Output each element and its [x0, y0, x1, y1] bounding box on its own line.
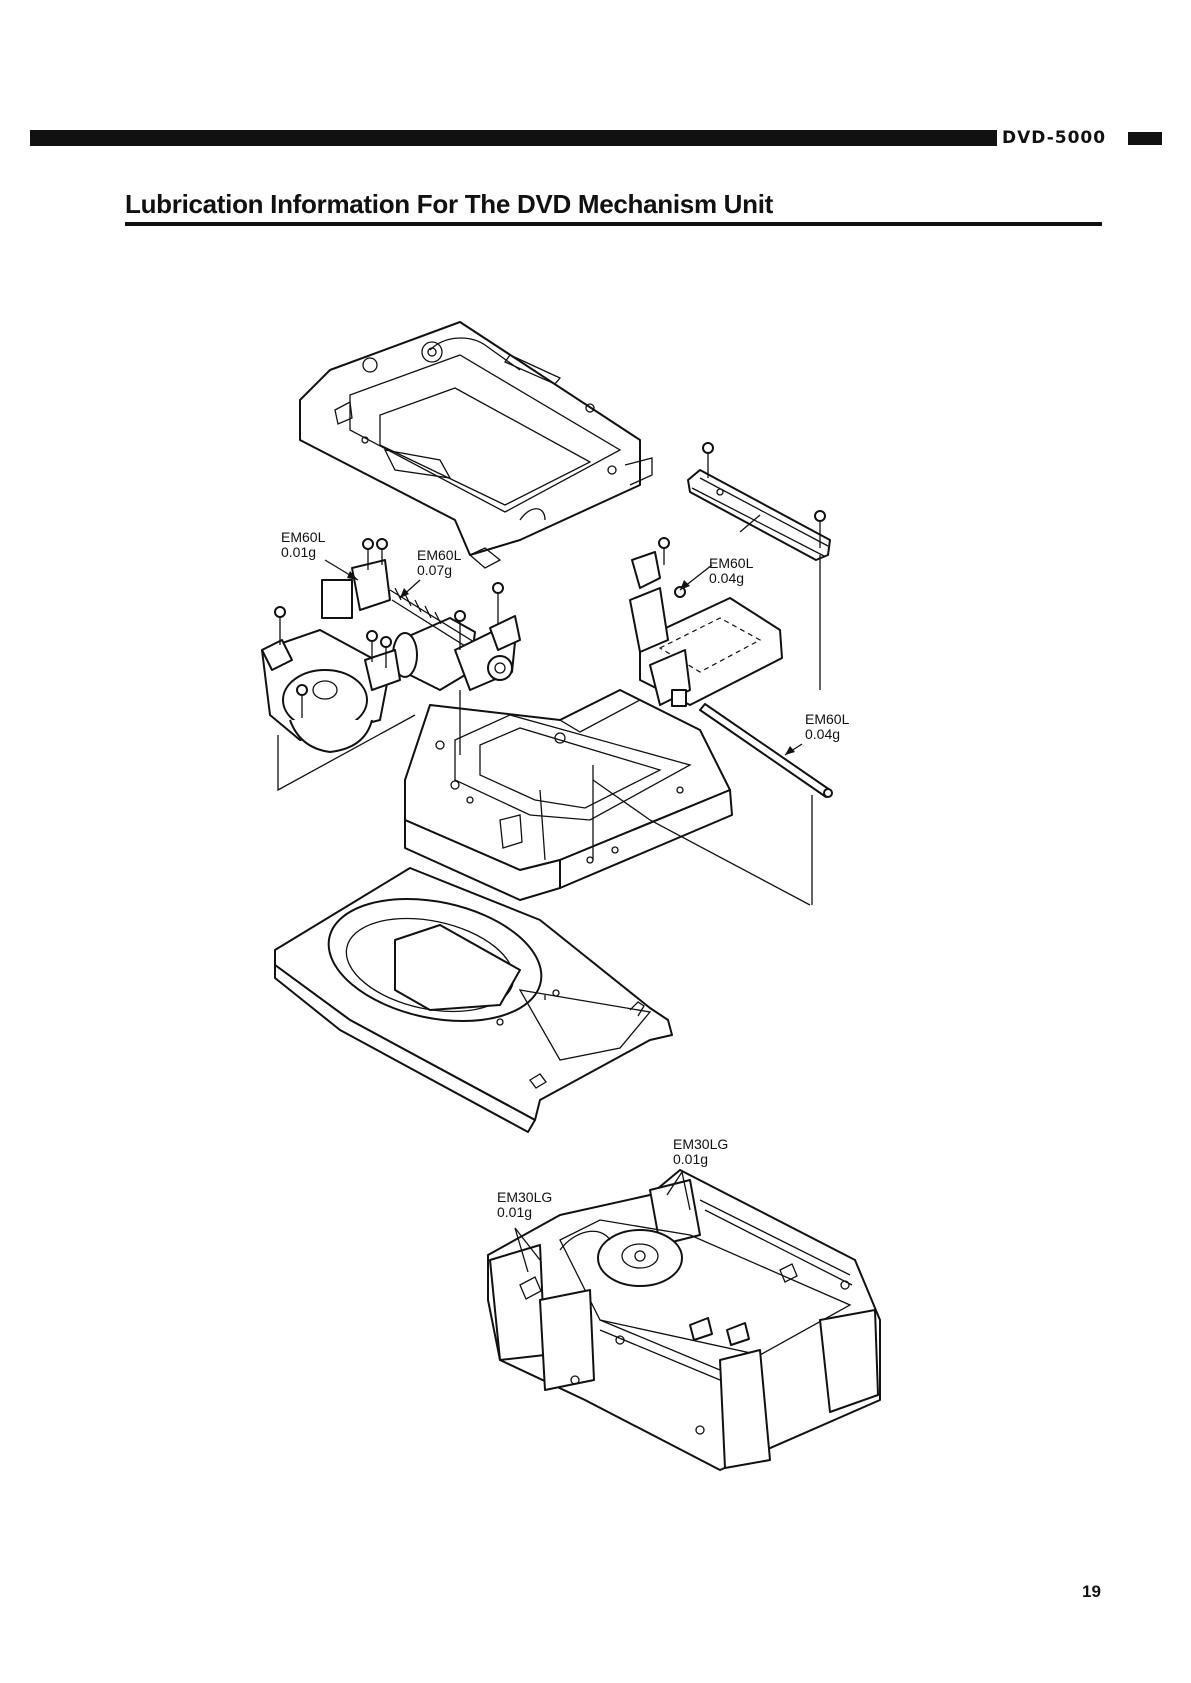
spindle-motor [262, 607, 415, 790]
lube-label-motor: EM60L 0.01g [281, 530, 325, 560]
top-frame [300, 322, 652, 568]
lube-label-loader-left: EM30LG 0.01g [497, 1190, 552, 1220]
lube-label-guide-shaft: EM60L 0.04g [805, 712, 849, 742]
lube-label-loader-right: EM30LG 0.01g [673, 1137, 728, 1167]
lube-label-lead-screw: EM60L 0.07g [417, 548, 461, 578]
page-number: 19 [1082, 1582, 1101, 1602]
lube-label-guide-rail: EM60L 0.04g [709, 556, 753, 586]
optical-pickup [630, 538, 782, 706]
disc-tray [275, 868, 672, 1132]
traverse-base [405, 690, 810, 905]
